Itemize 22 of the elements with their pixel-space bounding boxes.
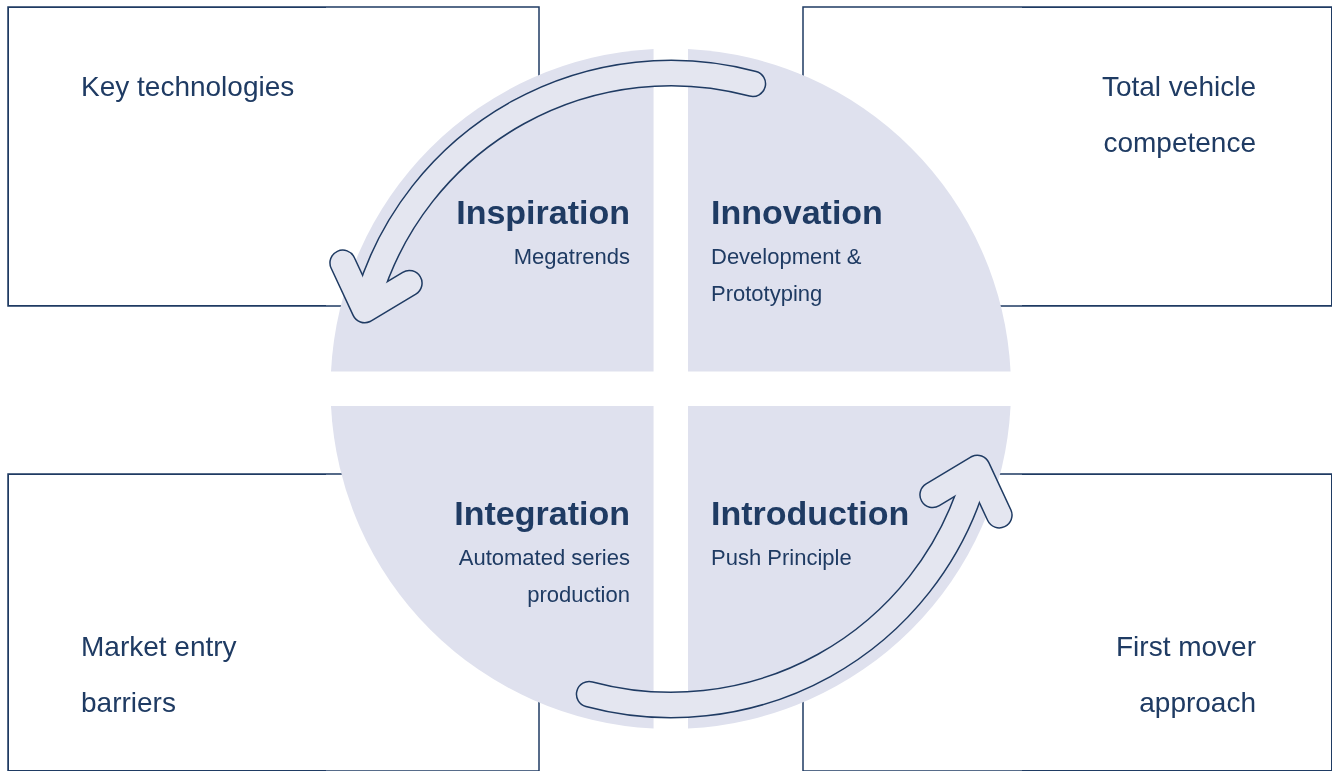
quadrant-heading: Innovation [711,192,884,233]
arrow [329,59,767,324]
quadrant-subtitle: Push Principle [711,544,853,572]
panel-title: Key technologies [81,70,296,104]
quadrant-heading: Inspiration [455,192,630,233]
text-panel [8,7,326,306]
panel-title: Market entry barriers [81,630,238,720]
panel-title: Total vehicle competence [1100,70,1256,160]
quadrant-segment [688,406,1011,729]
quadrant-subtitle: Automated series production [457,544,630,609]
quadrant-segment [331,49,654,372]
quadrant-subtitle: Megatrends [512,243,630,271]
quadrant-heading: Integration [453,493,630,534]
quadrant-subtitle: Development & Prototyping [711,243,863,308]
quadrant-segment [688,49,1011,372]
text-panel [8,474,326,771]
quadrant-heading: Introduction [711,493,911,534]
arrow [575,454,1013,719]
text-panel [1022,7,1332,306]
text-panel [1022,474,1332,771]
quadrant-segment [331,406,654,729]
panel-title: First mover approach [1115,630,1256,720]
